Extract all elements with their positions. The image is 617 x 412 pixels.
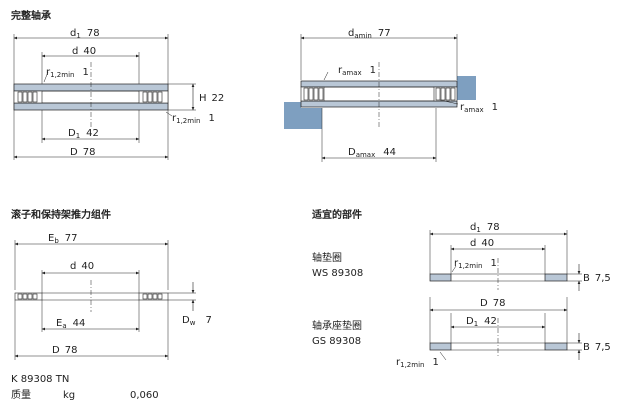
header-complete-bearing: 完整轴承	[11, 9, 51, 22]
roller-row-right	[142, 91, 163, 103]
header-suitable-parts: 适宜的部件	[312, 208, 362, 221]
header-roller-cage-assembly: 滚子和保持架推力组件	[11, 208, 111, 221]
housing-shoulder	[284, 102, 322, 129]
mass-unit: kg	[63, 390, 75, 401]
mass-label: 质量	[11, 389, 31, 401]
housing-washer-code: GS 89308	[312, 336, 361, 347]
housing-washer-name: 轴承座垫圈	[312, 319, 362, 332]
designation: K 89308 TN	[11, 374, 69, 385]
shaft-washer-code: WS 89308	[312, 268, 363, 279]
mass-value: 0,060	[130, 390, 159, 401]
footer-info: K 89308 TN 质量 kg 0,060	[11, 374, 159, 401]
shaft-washer-name: 轴垫圈	[312, 251, 342, 264]
roller-row-left	[17, 91, 38, 103]
